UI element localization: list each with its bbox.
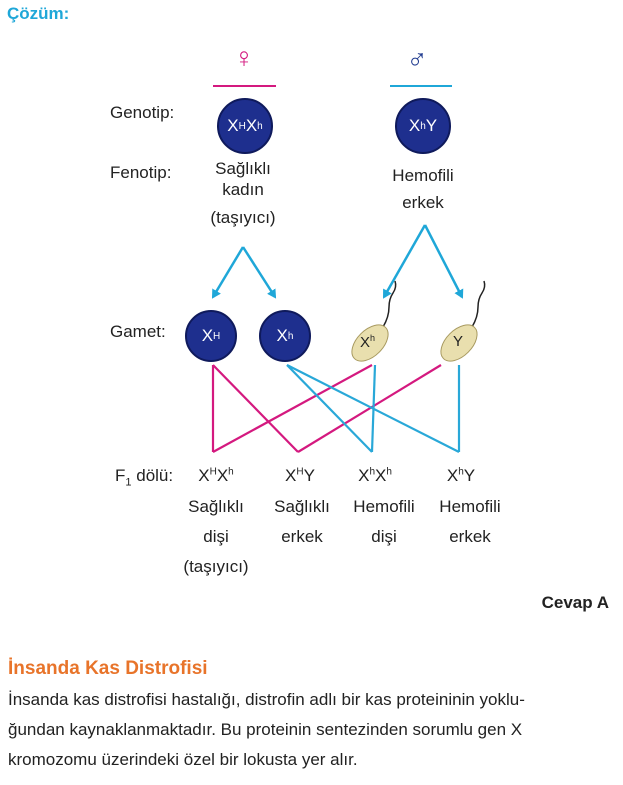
offspring-genotype: XHXh	[198, 466, 234, 485]
sperm-cell-icon	[440, 280, 486, 362]
sperm-cell-icon	[351, 280, 397, 362]
offspring-genotype: XHY	[285, 466, 315, 485]
offspring-phenotype: Sağlıklı dişi (taşıyıcı)	[183, 497, 249, 576]
solution-heading: Çözüm:	[7, 4, 70, 23]
offspring-genotype: XhY	[446, 466, 476, 485]
female-phenotype: Sağlıklı kadın (taşıyıcı)	[210, 159, 276, 227]
offspring-phenotype: Hemofili erkek	[439, 497, 501, 546]
genotype-label: Genotip:	[110, 103, 175, 122]
female-arrow-left	[211, 246, 245, 299]
section-title: İnsanda Kas Distrofisi	[8, 658, 208, 679]
offspring-genotype: XhXh	[358, 466, 392, 485]
cross-diagram	[211, 85, 486, 453]
answer-label: Cevap A	[541, 593, 609, 612]
female-symbol-icon: ♀	[233, 42, 255, 73]
offspring-phenotype: Hemofili dişi	[353, 497, 415, 546]
phenotype-label: Fenotip:	[110, 163, 172, 182]
gamete-label: Gamet:	[110, 322, 166, 341]
offspring-phenotype: Sağlıklı erkek	[274, 497, 330, 546]
male-phenotype: Hemofili erkek	[392, 166, 454, 212]
sperm-gamete-Y: Y	[453, 333, 464, 350]
cross-line	[370, 364, 377, 453]
cross-line	[286, 364, 373, 453]
cross-line	[297, 364, 442, 453]
cross-line	[212, 364, 299, 453]
f1-label: F1 dölü:	[115, 466, 174, 489]
male-symbol-icon: ♂	[406, 44, 428, 75]
section-paragraph: İnsanda kas distrofisi hastalığı, distro…	[8, 690, 525, 769]
male-arrow-right	[423, 224, 464, 299]
female-arrow-right	[241, 246, 277, 299]
male-arrow-left	[382, 224, 427, 299]
sperm-gamete-Xh: Xh	[360, 333, 376, 351]
cross-line	[212, 364, 373, 453]
